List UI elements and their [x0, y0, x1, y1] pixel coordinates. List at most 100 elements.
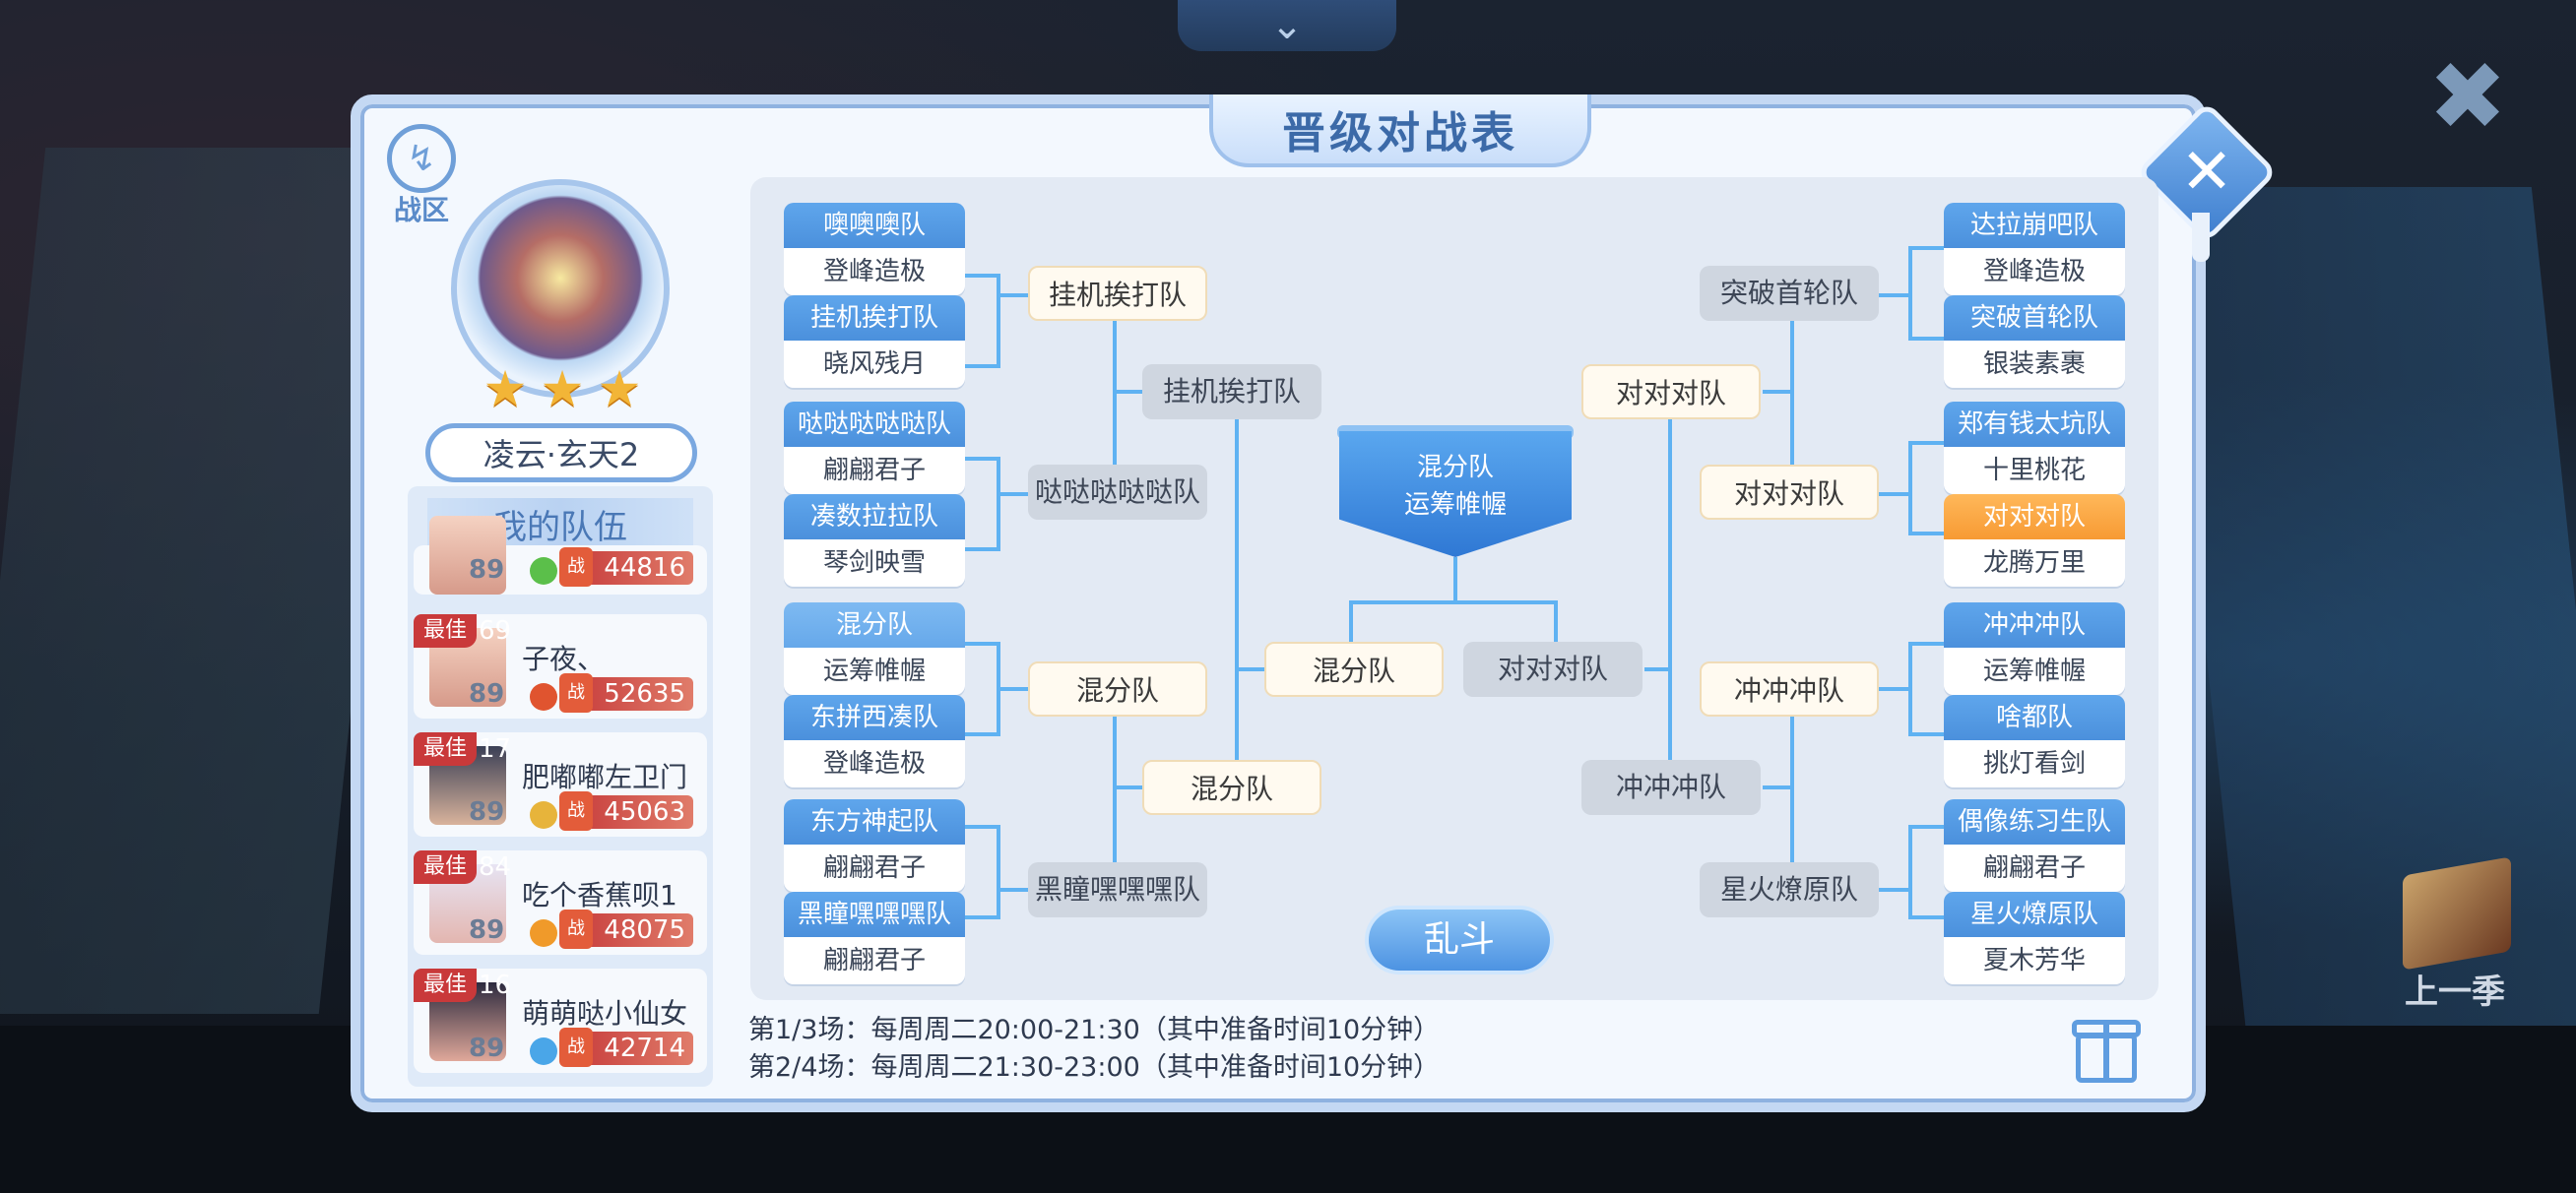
- team-name: 达拉崩吧队: [1944, 203, 2125, 248]
- my-team-list[interactable]: 我的队伍 89 44816 战 89 最佳 69 子夜、 52635 战 89 …: [408, 486, 713, 1087]
- bracket-team-right-7[interactable]: 偶像练习生队 翩翩君子: [1944, 799, 2125, 892]
- server-name: 夏木芳华: [1944, 937, 2125, 984]
- bracket-line: [963, 457, 1000, 461]
- semifinal-left[interactable]: 混分队: [1264, 642, 1444, 697]
- server-name: 翩翩君子: [784, 937, 965, 984]
- team-name: 东方神起队: [784, 799, 965, 845]
- server-name: 翩翩君子: [784, 845, 965, 892]
- team-name: 突破首轮队: [1944, 295, 2125, 341]
- round2-left-2[interactable]: 哒哒哒哒哒队: [1028, 465, 1207, 520]
- team-member[interactable]: 89 最佳 16 萌萌哒小仙女 42714 战: [414, 969, 707, 1073]
- bracket-line: [1113, 785, 1144, 789]
- server-name: 登峰造极: [784, 740, 965, 787]
- team-member[interactable]: 89 最佳 69 子夜、 52635 战: [414, 614, 707, 719]
- bracket-line: [1235, 667, 1270, 671]
- bracket-team-left-8[interactable]: 黑瞳嘿嘿嘿队 翩翩君子: [784, 892, 965, 984]
- round2-right-2[interactable]: 对对对队: [1700, 465, 1879, 520]
- bracket-team-left-1[interactable]: 噢噢噢队 登峰造极: [784, 203, 965, 295]
- member-level: 89: [469, 679, 505, 709]
- bracket-line: [1113, 390, 1144, 394]
- bracket-line: [1235, 417, 1239, 762]
- bracket-line: [963, 274, 1000, 278]
- bracket-line: [997, 825, 1000, 919]
- zone-button[interactable]: ↯ 战区: [384, 124, 459, 226]
- best-rank: 16: [479, 971, 512, 1000]
- bracket-team-right-5[interactable]: 冲冲冲队 运筹帷幄: [1944, 602, 2125, 695]
- bracket-team-left-4[interactable]: 凑数拉拉队 琴剑映雪: [784, 494, 965, 587]
- round3-right-2[interactable]: 冲冲冲队: [1581, 760, 1761, 815]
- round2-right-3[interactable]: 冲冲冲队: [1700, 661, 1879, 717]
- team-member[interactable]: 89 最佳 17 肥嘟嘟左卫门 45063 战: [414, 732, 707, 837]
- member-level: 89: [469, 555, 505, 585]
- menu-cross-icon[interactable]: ✖: [2427, 41, 2508, 152]
- collapse-tab[interactable]: ⌄: [1178, 0, 1396, 51]
- bracket-team-right-6[interactable]: 啥都队 挑灯看剑: [1944, 695, 2125, 787]
- bracket-team-left-3[interactable]: 哒哒哒哒哒队 翩翩君子: [784, 402, 965, 494]
- bracket-line: [1763, 785, 1794, 789]
- round3-left-1[interactable]: 挂机挨打队: [1142, 364, 1321, 419]
- bracket-line: [1644, 667, 1672, 671]
- prev-season-button[interactable]: 上一季: [2381, 856, 2529, 1014]
- bracket-line: [1908, 441, 1946, 445]
- server-name: 晓风残月: [784, 341, 965, 388]
- team-member[interactable]: 89 44816 战: [414, 516, 707, 595]
- bracket-team-left-6[interactable]: 东拼西凑队 登峰造极: [784, 695, 965, 787]
- bracket-team-left-2[interactable]: 挂机挨打队 晓风残月: [784, 295, 965, 388]
- close-icon: ✕: [2180, 136, 2233, 209]
- bracket-line: [1908, 532, 1946, 535]
- team-name: 冲冲冲队: [1944, 602, 2125, 648]
- team-name: 啥都队: [1944, 695, 2125, 740]
- bracket-team-left-7[interactable]: 东方神起队 翩翩君子: [784, 799, 965, 892]
- round2-left-1[interactable]: 挂机挨打队: [1028, 266, 1207, 321]
- round3-left-2[interactable]: 混分队: [1142, 760, 1321, 815]
- bracket-team-left-5[interactable]: 混分队 运筹帷幄: [784, 602, 965, 695]
- bracket-line: [1554, 600, 1558, 642]
- bracket-line: [963, 825, 1000, 829]
- rank-name: 凌云·玄天2: [425, 423, 697, 482]
- server-name: 登峰造极: [1944, 248, 2125, 295]
- bracket-line: [1349, 600, 1353, 642]
- best-rank: 69: [479, 616, 512, 646]
- bracket-team-right-3[interactable]: 郑有钱太坑队 十里桃花: [1944, 402, 2125, 494]
- bracket-line: [1113, 321, 1117, 490]
- bracket-team-right-8[interactable]: 星火燎原队 夏木芳华: [1944, 892, 2125, 984]
- round2-right-4[interactable]: 星火燎原队: [1700, 862, 1879, 917]
- round2-left-4[interactable]: 黑瞳嘿嘿嘿队: [1028, 862, 1207, 917]
- bracket-line: [1908, 825, 1946, 829]
- server-name: 龙腾万里: [1944, 539, 2125, 587]
- bracket-team-right-1[interactable]: 达拉崩吧队 登峰造极: [1944, 203, 2125, 295]
- round3-right-1[interactable]: 对对对队: [1581, 364, 1761, 419]
- round2-left-3[interactable]: 混分队: [1028, 661, 1207, 717]
- element-icon: [530, 557, 557, 585]
- bracket-line: [997, 687, 1030, 691]
- bracket-line: [1790, 715, 1794, 888]
- gift-button[interactable]: [2072, 1012, 2141, 1083]
- bracket-line: [963, 642, 1000, 646]
- member-name: 吃个香蕉呗1: [522, 879, 677, 911]
- server-name: 银装素裹: [1944, 341, 2125, 388]
- book-icon: [2403, 856, 2511, 971]
- team-member[interactable]: 89 最佳 84 吃个香蕉呗1 48075 战: [414, 850, 707, 955]
- round2-right-1[interactable]: 突破首轮队: [1700, 266, 1879, 321]
- element-icon: [530, 801, 557, 829]
- server-name: 运筹帷幄: [1944, 648, 2125, 695]
- server-name: 翩翩君子: [1944, 845, 2125, 892]
- element-icon: [530, 919, 557, 947]
- semifinal-right[interactable]: 对对对队: [1463, 642, 1642, 697]
- server-name: 琴剑映雪: [784, 539, 965, 587]
- element-icon: [530, 683, 557, 711]
- team-name: 噢噢噢队: [784, 203, 965, 248]
- zone-label: 战区: [393, 194, 449, 226]
- bracket-team-right-4[interactable]: 对对对队 龙腾万里: [1944, 494, 2125, 587]
- bracket-line: [963, 915, 1000, 919]
- best-badge: 最佳: [414, 969, 478, 1002]
- bracket-line: [963, 364, 1000, 368]
- rank-stars: ★ ★ ★: [481, 364, 644, 415]
- best-badge: 最佳: [414, 614, 478, 648]
- bracket-line: [1879, 888, 1912, 892]
- tassel-decoration: [2192, 213, 2210, 262]
- member-level: 89: [469, 915, 505, 945]
- brawl-button[interactable]: 乱斗: [1365, 906, 1554, 974]
- bracket-team-right-2[interactable]: 突破首轮队 银装素裹: [1944, 295, 2125, 388]
- bracket-line: [997, 888, 1030, 892]
